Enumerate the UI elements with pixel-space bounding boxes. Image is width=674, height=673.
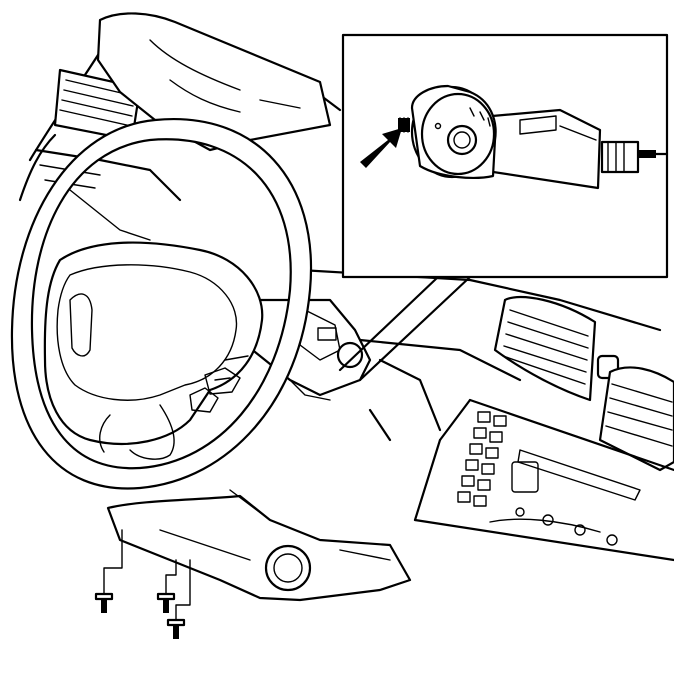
arrow-icon (360, 128, 402, 168)
keypad-buttons (457, 411, 507, 507)
screw-1 (94, 592, 114, 613)
cassette-slot (517, 449, 641, 501)
fastener-group (94, 529, 191, 639)
switch-connector (600, 140, 669, 174)
screw-3 (166, 618, 186, 639)
lock-cylinder (398, 84, 497, 179)
center-air-vent (493, 295, 620, 402)
right-air-vent (598, 366, 674, 472)
cover-column-opening (264, 544, 312, 592)
callout-leaders (338, 275, 472, 382)
lock-cylinder-location (336, 341, 364, 369)
ignition-switch-detail (341, 33, 669, 279)
center-control-panel (413, 398, 674, 562)
airbag-cover (56, 264, 238, 401)
dashboard-left (18, 12, 342, 241)
dashboard-right (298, 268, 674, 562)
lower-column-cover (106, 489, 412, 602)
screw-2 (156, 592, 176, 613)
display-window (511, 461, 539, 493)
steering-wheel (10, 117, 313, 490)
